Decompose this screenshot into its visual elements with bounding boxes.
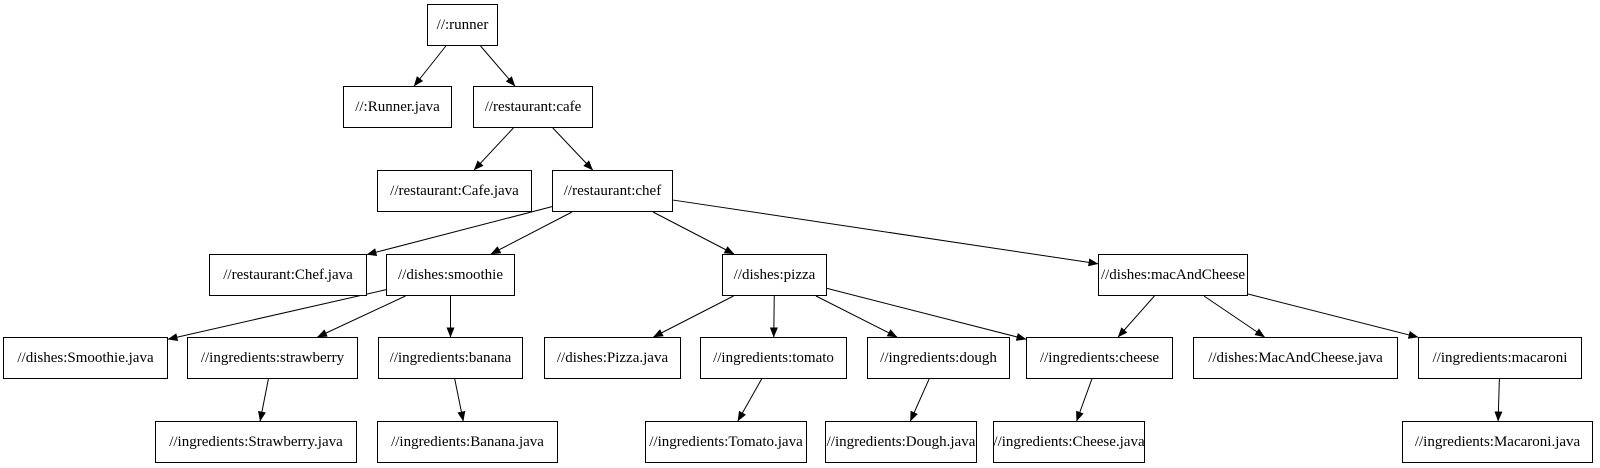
- graph-node-label-runner-java: //:Runner.java: [355, 98, 440, 115]
- edge-pizza-to-pizza-java: [653, 295, 734, 338]
- edge-cafe-to-cafe-java: [473, 127, 514, 171]
- graph-node-strawberry: //ingredients:strawberry: [187, 337, 358, 379]
- graph-node-dough-java: //ingredients:Dough.java: [825, 421, 977, 463]
- graph-node-label-dough: //ingredients:dough: [880, 349, 997, 366]
- graph-node-chef-java: //restaurant:Chef.java: [209, 254, 367, 296]
- graph-node-label-banana: //ingredients:banana: [389, 349, 512, 366]
- graph-node-label-tomato: //ingredients:tomato: [713, 349, 834, 366]
- edge-mac-and-cheese-to-mac-and-cheese-java: [1203, 295, 1265, 338]
- graph-node-banana: //ingredients:banana: [378, 337, 523, 379]
- edge-dough-to-dough-java: [909, 378, 930, 422]
- graph-node-label-banana-java: //ingredients:Banana.java: [391, 433, 544, 450]
- graph-node-label-cheese-java: //ingredients:Cheese.java: [993, 433, 1145, 450]
- graph-node-banana-java: //ingredients:Banana.java: [377, 421, 558, 463]
- edge-runner-to-runner-java: [413, 45, 447, 87]
- graph-node-cheese: //ingredients:cheese: [1026, 337, 1173, 379]
- edge-tomato-to-tomato-java: [737, 378, 763, 422]
- graph-node-label-mac-and-cheese-java: //dishes:MacAndCheese.java: [1208, 349, 1383, 366]
- edge-chef-to-pizza: [652, 211, 735, 255]
- graph-node-dough: //ingredients:dough: [867, 337, 1010, 379]
- graph-node-cheese-java: //ingredients:Cheese.java: [993, 421, 1145, 463]
- graph-node-label-smoothie: //dishes:smoothie: [398, 266, 503, 283]
- edge-macaroni-to-macaroni-java: [1494, 378, 1503, 422]
- graph-node-label-macaroni-java: //ingredients:Macaroni.java: [1414, 433, 1581, 450]
- graph-edges: [167, 45, 1503, 422]
- graph-node-tomato-java: //ingredients:Tomato.java: [645, 421, 807, 463]
- edge-runner-to-cafe: [480, 45, 516, 87]
- graph-node-label-pizza-java: //dishes:Pizza.java: [556, 349, 669, 366]
- edge-strawberry-to-strawberry-java: [258, 378, 269, 422]
- graph-node-label-chef: //restaurant:chef: [563, 182, 662, 199]
- graph-node-label-mac-and-cheese: //dishes:macAndCheese: [1100, 266, 1246, 283]
- graph-node-label-strawberry: //ingredients:strawberry: [200, 349, 345, 366]
- graph-node-mac-and-cheese-java: //dishes:MacAndCheese.java: [1193, 337, 1398, 379]
- graph-node-smoothie-java: //dishes:Smoothie.java: [3, 337, 168, 379]
- graph-node-label-smoothie-java: //dishes:Smoothie.java: [17, 349, 154, 366]
- edge-smoothie-to-smoothie-java: [167, 289, 387, 342]
- graph-node-label-runner: //:runner: [436, 16, 489, 33]
- graph-node-runner-java: //:Runner.java: [343, 86, 452, 128]
- edge-pizza-to-dough: [815, 295, 898, 338]
- graph-node-label-tomato-java: //ingredients:Tomato.java: [649, 433, 803, 450]
- graph-node-label-cafe-java: //restaurant:Cafe.java: [390, 182, 519, 199]
- graph-node-label-cheese: //ingredients:cheese: [1039, 349, 1160, 366]
- edge-cheese-to-cheese-java: [1076, 378, 1093, 422]
- graph-node-cafe: //restaurant:cafe: [473, 86, 593, 128]
- graph-node-cafe-java: //restaurant:Cafe.java: [377, 170, 532, 212]
- graph-node-pizza: //dishes:pizza: [722, 254, 827, 296]
- edge-mac-and-cheese-to-macaroni: [1247, 293, 1419, 339]
- edge-pizza-to-cheese: [826, 287, 1027, 341]
- graph-node-label-pizza: //dishes:pizza: [733, 266, 816, 283]
- graph-node-strawberry-java: //ingredients:Strawberry.java: [155, 421, 357, 463]
- edge-banana-to-banana-java: [454, 378, 466, 422]
- edge-chef-to-smoothie: [490, 211, 573, 255]
- graph-node-runner: //:runner: [427, 4, 498, 46]
- graph-node-label-cafe: //restaurant:cafe: [484, 98, 582, 115]
- edge-cafe-to-chef: [552, 127, 593, 171]
- graph-node-label-strawberry-java: //ingredients:Strawberry.java: [169, 433, 343, 450]
- graph-node-tomato: //ingredients:tomato: [700, 337, 847, 379]
- graph-node-label-chef-java: //restaurant:Chef.java: [223, 266, 353, 283]
- graph-node-label-dough-java: //ingredients:Dough.java: [826, 433, 976, 450]
- graph-node-pizza-java: //dishes:Pizza.java: [544, 337, 681, 379]
- edge-chef-to-mac-and-cheese: [672, 199, 1099, 267]
- graph-node-chef: //restaurant:chef: [552, 170, 673, 212]
- graph-node-label-macaroni: //ingredients:macaroni: [1432, 349, 1568, 366]
- edge-smoothie-to-strawberry: [317, 295, 406, 338]
- graph-node-mac-and-cheese: //dishes:macAndCheese: [1098, 254, 1248, 296]
- graph-node-macaroni: //ingredients:macaroni: [1418, 337, 1582, 379]
- graph-node-macaroni-java: //ingredients:Macaroni.java: [1402, 421, 1593, 463]
- edge-mac-and-cheese-to-cheese: [1117, 295, 1155, 338]
- graph-node-smoothie: //dishes:smoothie: [386, 254, 515, 296]
- edge-chef-to-chef-java: [366, 206, 553, 257]
